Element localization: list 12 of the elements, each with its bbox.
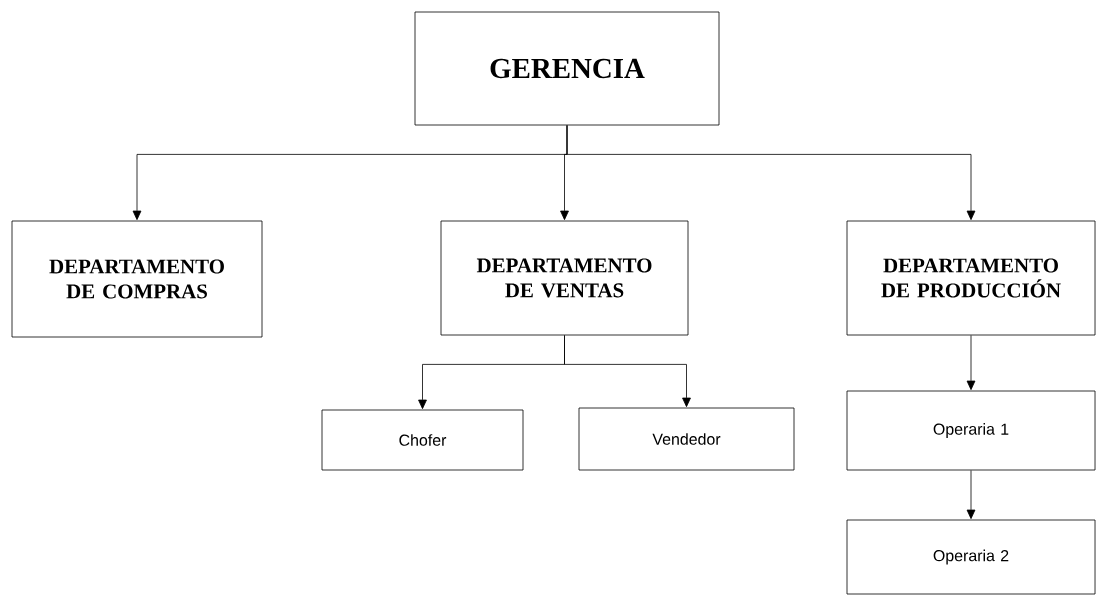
department-box: DEPARTAMENTO DE PRODUCCIÓN bbox=[846, 220, 1096, 336]
management-box: GERENCIA bbox=[414, 11, 720, 126]
department-box: DEPARTAMENTO DE COMPRAS bbox=[11, 220, 263, 338]
staff-box: Vendedor bbox=[578, 407, 795, 471]
staff-box: Operaria 2 bbox=[846, 519, 1096, 595]
connector-arrow bbox=[566, 125, 976, 221]
staff-box: Chofer bbox=[321, 409, 524, 471]
connector-arrow bbox=[966, 335, 976, 391]
connector-arrow bbox=[966, 470, 976, 520]
connector-arrow bbox=[564, 335, 691, 408]
staff-box: Operaria 1 bbox=[846, 390, 1096, 471]
department-box: DEPARTAMENTO DE VENTAS bbox=[440, 220, 689, 336]
